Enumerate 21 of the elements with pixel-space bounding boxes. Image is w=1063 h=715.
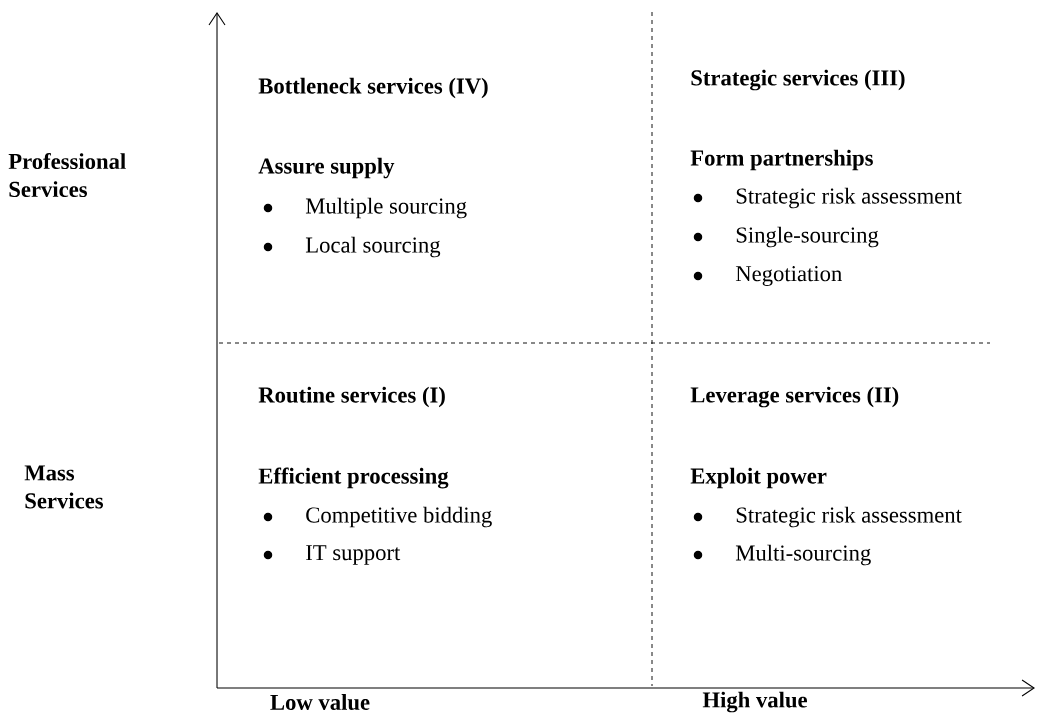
bullet-item: Multi-sourcing xyxy=(693,544,871,566)
axis-label: Professional Services xyxy=(8,152,126,198)
bullet-item: Single-sourcing xyxy=(693,226,879,248)
quadrant-title: Strategic services (III) xyxy=(691,69,905,91)
strategy-heading: Assure supply xyxy=(258,157,395,179)
axis-label: High value xyxy=(702,691,807,713)
quadrant-title: Routine services (I) xyxy=(258,386,445,408)
bullet-item: Strategic risk assessment xyxy=(693,187,962,209)
bullet-item: Negotiation xyxy=(693,266,842,286)
quadrant-title: Leverage services (II) xyxy=(690,386,899,408)
strategy-heading: Efficient processing xyxy=(258,467,449,489)
bullet-item: IT support xyxy=(263,545,401,565)
strategy-heading: Exploit power xyxy=(690,467,827,489)
quadrant-title: Bottleneck services (IV) xyxy=(258,77,488,99)
axis-label: Mass Services xyxy=(24,465,103,509)
bullet-item: Strategic risk assessment xyxy=(693,506,962,528)
bullet-item: Competitive bidding xyxy=(263,506,492,528)
bullet-item: Local sourcing xyxy=(263,236,441,258)
bullet-item: Multiple sourcing xyxy=(263,197,467,219)
strategy-heading: Form partnerships xyxy=(690,149,873,171)
axis-label: Low value xyxy=(270,694,370,710)
